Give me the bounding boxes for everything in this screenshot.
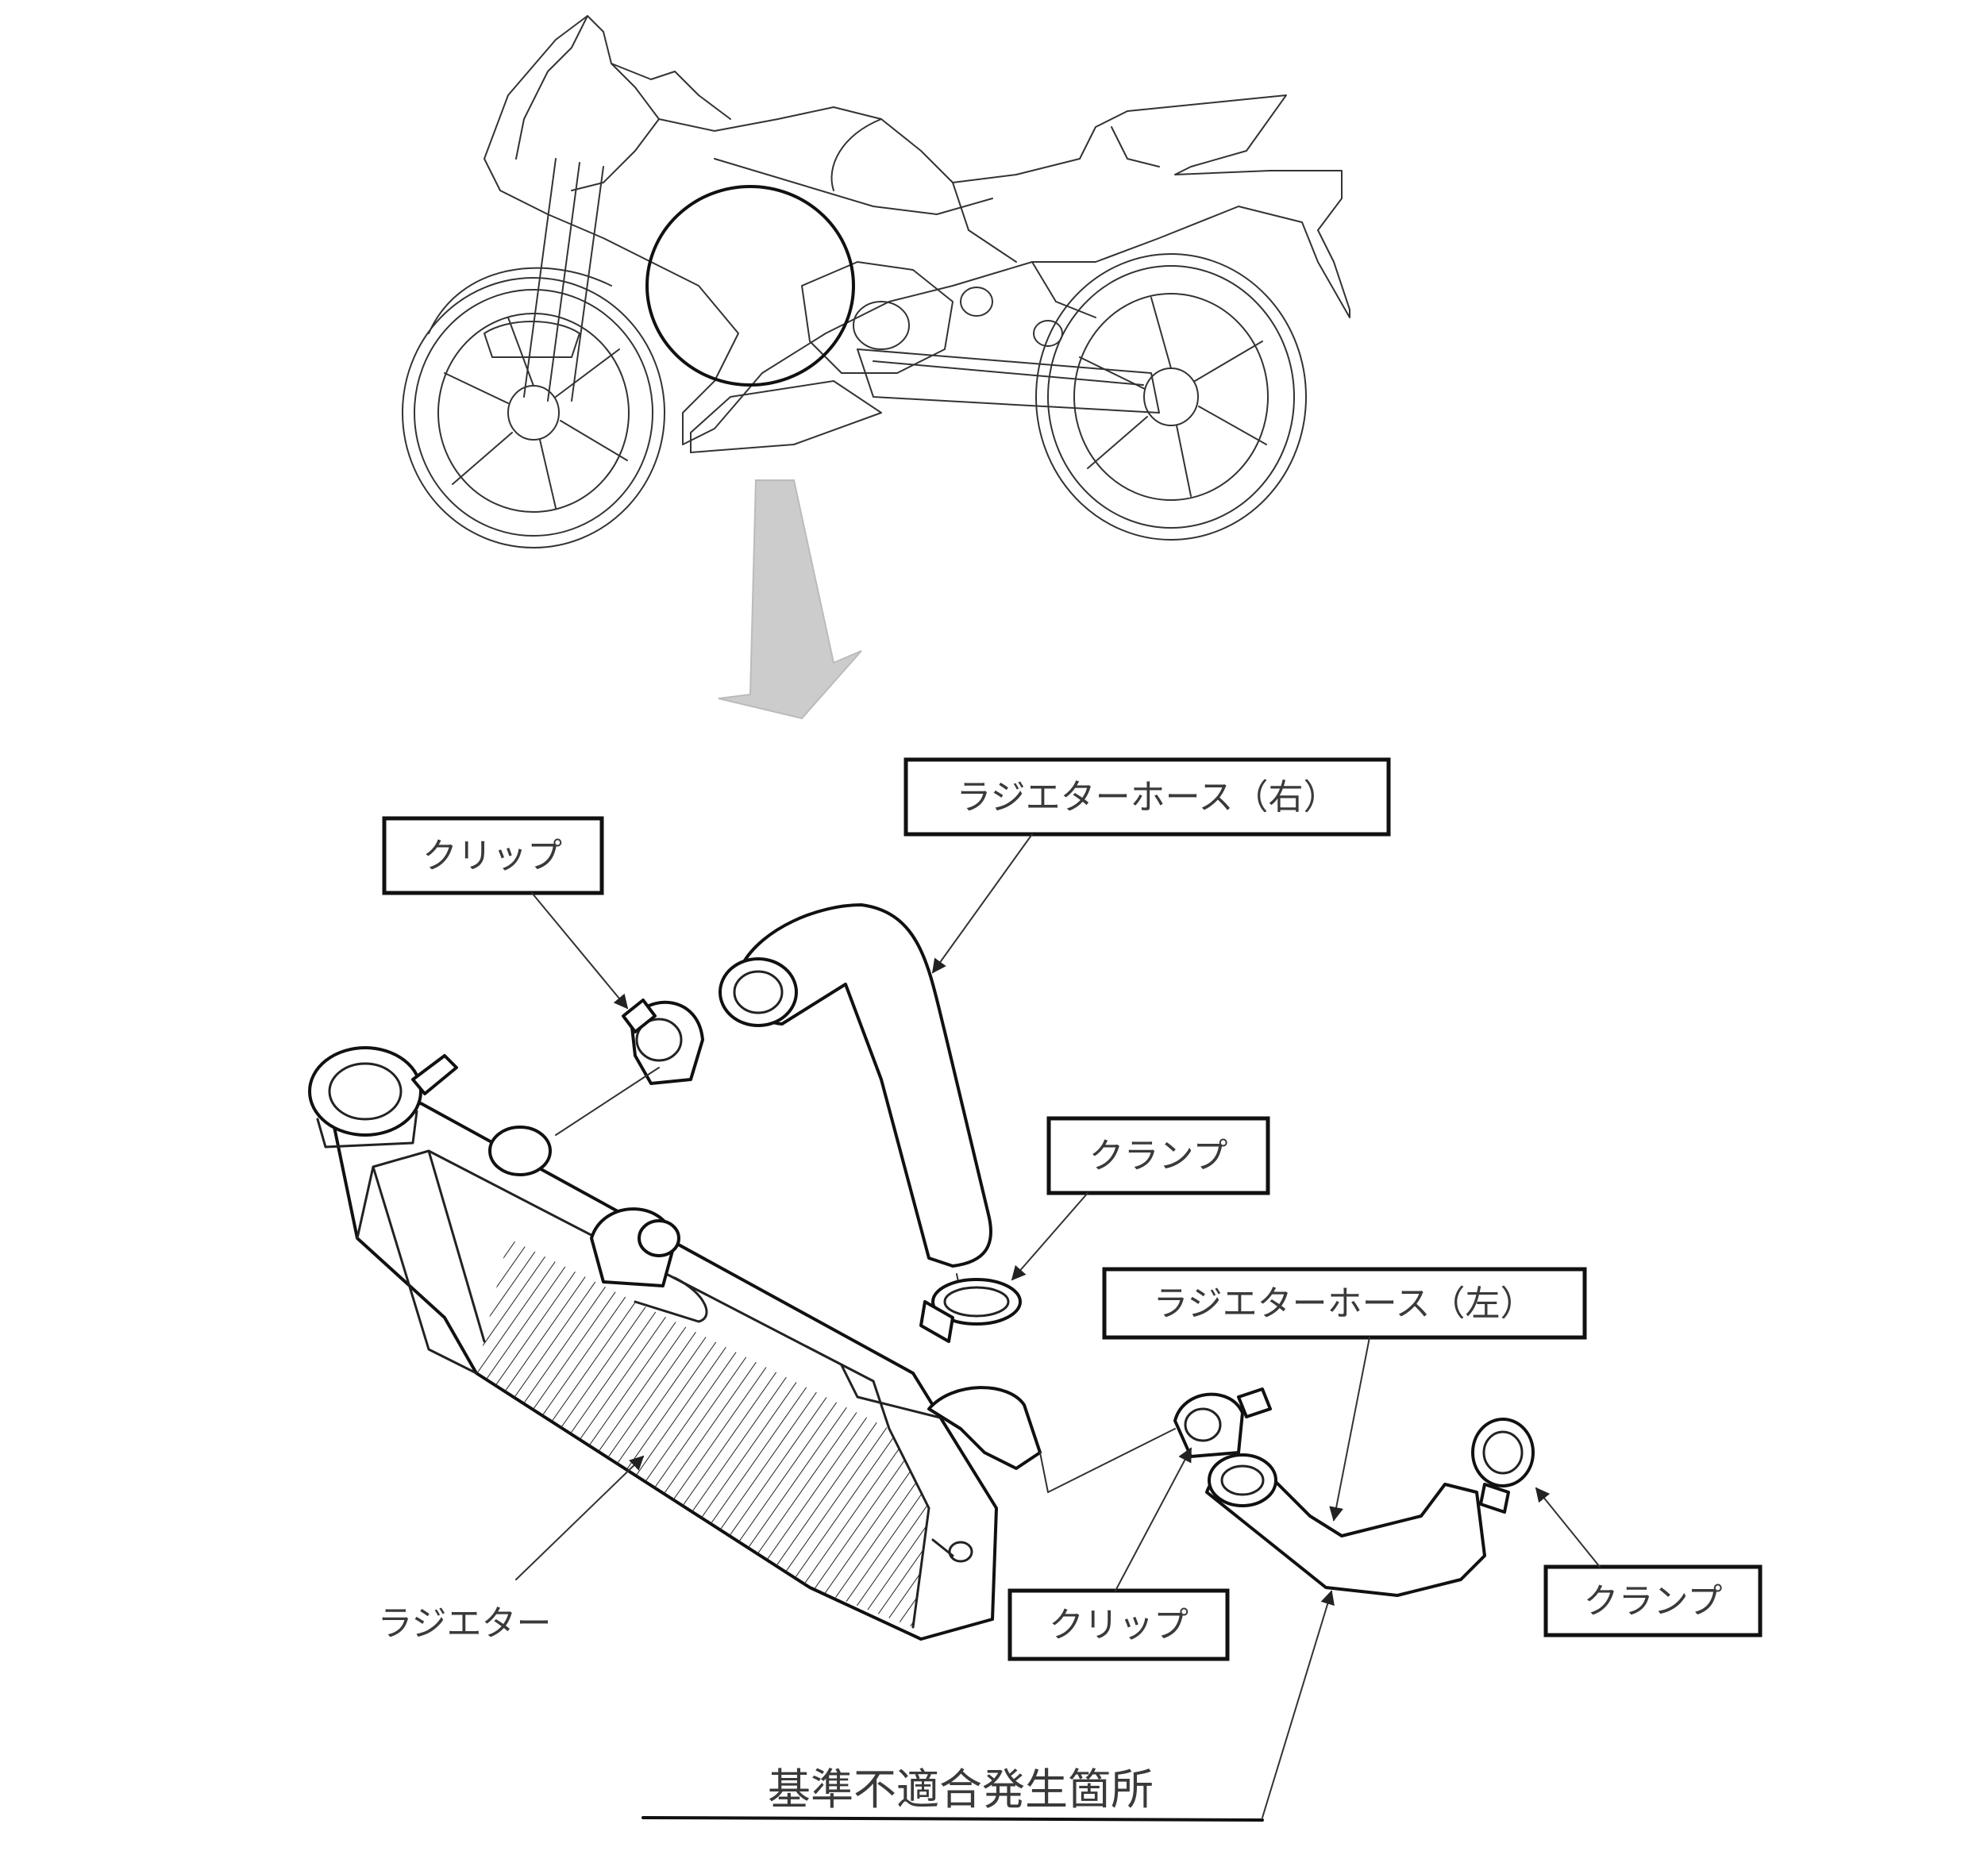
upper-clip (555, 999, 704, 1136)
label-hose-right: ラジエターホース（右） (903, 757, 1391, 974)
label-hose-left: ラジエターホース（左） (1102, 1267, 1587, 1522)
label-clamp-lower: クランプ (1535, 1487, 1763, 1637)
label-defect-location: 基準不適合発生箇所 (641, 1590, 1335, 1822)
label-clamp-upper: クランプ (1011, 1116, 1270, 1281)
label-clip-upper-text: クリップ (422, 836, 562, 876)
down-right-arrow-icon (718, 479, 862, 720)
fairing (484, 15, 1350, 445)
radiator-location-circle (645, 185, 855, 387)
radiator-hose-right (719, 903, 992, 1314)
rear-wheel (1035, 253, 1307, 541)
swingarm (857, 348, 1160, 414)
label-radiator: ラジエター (377, 1455, 645, 1644)
lower-clamp (1471, 1418, 1535, 1514)
front-fork (523, 158, 604, 402)
radiator-assembly (308, 1046, 1042, 1641)
engine (801, 261, 954, 374)
lower-clip (1039, 1387, 1272, 1493)
label-hose-right-text: ラジエターホース（右） (957, 777, 1339, 818)
radiator-cap (308, 1046, 422, 1137)
label-clip-upper: クリップ (382, 816, 629, 1010)
label-clip-lower: クリップ (1007, 1447, 1230, 1661)
label-clamp-upper-text: クランプ (1089, 1136, 1228, 1176)
upper-clamp (919, 1278, 1022, 1343)
radiator-hose-left (1205, 1453, 1486, 1597)
label-clamp-lower-text: クランプ (1584, 1581, 1723, 1622)
label-defect-location-text: 基準不適合発生箇所 (768, 1764, 1154, 1814)
label-hose-left-text: ラジエターホース（左） (1154, 1283, 1535, 1324)
label-radiator-text: ラジエター (377, 1603, 551, 1644)
motorcycle-illustration (402, 15, 1350, 720)
label-clip-lower-text: クリップ (1049, 1605, 1189, 1645)
front-wheel (402, 277, 665, 548)
